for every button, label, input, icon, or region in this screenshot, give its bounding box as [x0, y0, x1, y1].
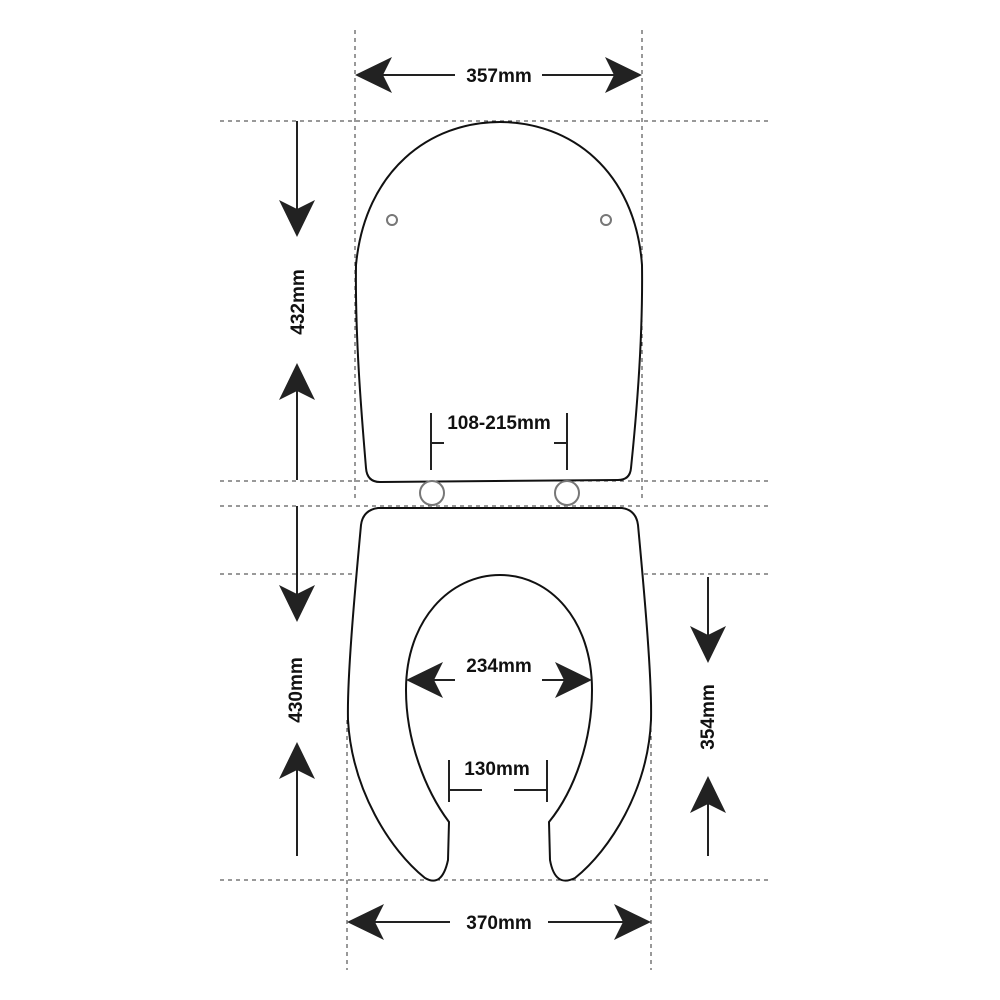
- seat-length-label: 430mm: [286, 657, 307, 723]
- lid-width-dimension: 357mm: [355, 57, 642, 93]
- seat-width-label: 370mm: [466, 913, 532, 934]
- lid-length-dimension: 432mm: [279, 121, 315, 480]
- opening-width-dimension: 234mm: [406, 656, 592, 698]
- seat-length-dimension: 430mm: [279, 506, 315, 856]
- opening-length-dimension: 354mm: [690, 577, 726, 856]
- lid-width-label: 357mm: [466, 66, 532, 87]
- lid-hole-left: [386, 214, 398, 226]
- opening-width-label: 234mm: [466, 656, 532, 677]
- hinge-left: [419, 480, 445, 506]
- lid-length-label: 432mm: [288, 269, 309, 335]
- seat-outline: [346, 507, 653, 882]
- seat-width-dimension: 370mm: [347, 904, 651, 940]
- hinge-spacing-dimension: 108-215mm: [430, 413, 568, 470]
- hinge-spacing-label: 108-215mm: [447, 413, 551, 434]
- opening-length-label: 354mm: [698, 684, 719, 750]
- front-gap-dimension: 130mm: [448, 759, 548, 802]
- lid-outline: [354, 120, 644, 484]
- hinge-right: [554, 480, 580, 506]
- lid-hole-right: [600, 214, 612, 226]
- front-gap-label: 130mm: [464, 759, 530, 780]
